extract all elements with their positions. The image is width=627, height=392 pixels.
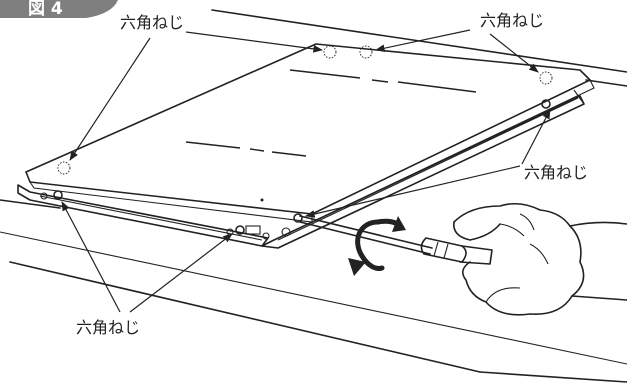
hex-screw-right: [541, 99, 551, 109]
rotation-arrow: [348, 216, 406, 276]
label-hex-screw-bottom: 六角ねじ: [76, 318, 140, 337]
cover-screws: [57, 45, 553, 175]
cover-plate: [25, 43, 595, 223]
hand-illustration: [453, 202, 627, 316]
label-hex-screw-right: 六角ねじ: [524, 163, 588, 182]
hex-screw-top-2: [359, 45, 373, 59]
hex-screw-front-left: [53, 190, 63, 200]
screwdriver: [299, 215, 493, 265]
chassis-frame: [17, 89, 585, 249]
label-hex-screw-top-right: 六角ねじ: [480, 11, 544, 30]
hex-screw-top-right: [539, 71, 553, 85]
hex-screw-front-middle: [235, 225, 245, 235]
frame-screws: [53, 99, 551, 235]
label-hex-screw-top-left: 六角ねじ: [120, 13, 184, 32]
hex-screw-top-1: [323, 45, 337, 59]
figure-badge: 図 4: [0, 0, 118, 19]
leader-lines: [61, 29, 551, 313]
hex-screw-left: [57, 161, 71, 175]
hex-screw-front-right: [293, 213, 303, 223]
figure-badge-label: 図 4: [28, 0, 63, 19]
figure-badge-shape: [0, 0, 118, 18]
